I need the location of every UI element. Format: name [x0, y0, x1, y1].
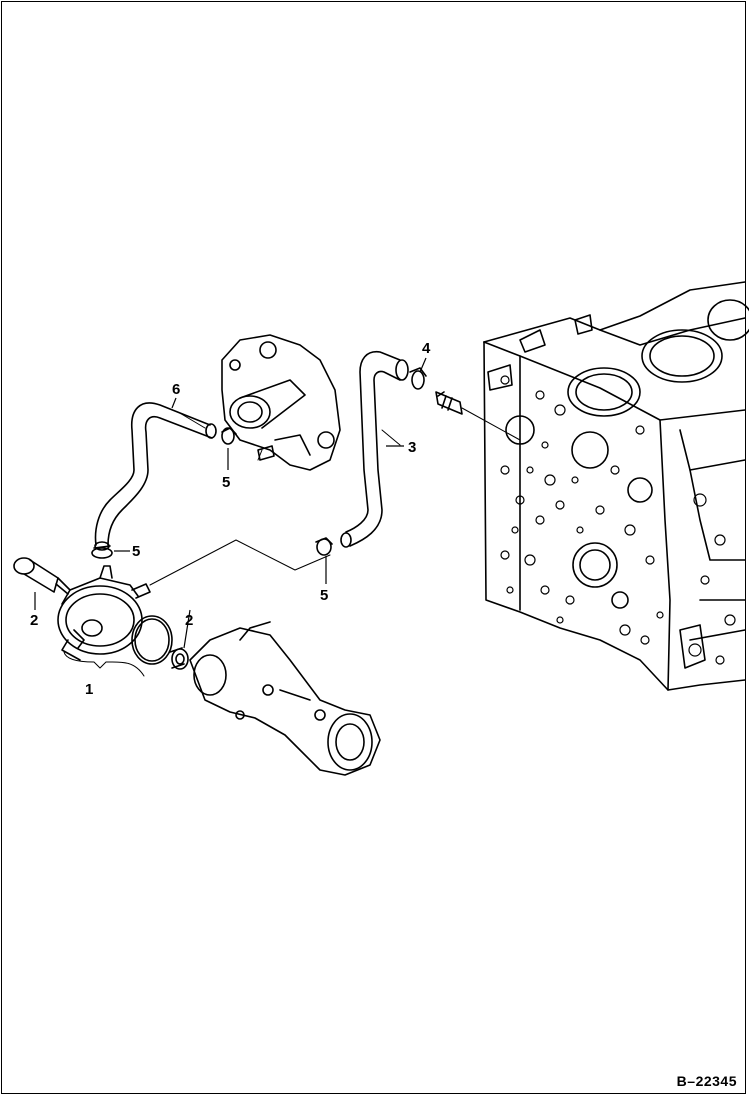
- callout-2-right: 2: [185, 612, 193, 629]
- clamp-4: [409, 367, 427, 390]
- water-pump-housing: [221, 334, 341, 471]
- hose-3: [340, 350, 409, 548]
- filter-housing: [189, 621, 381, 776]
- callout-1: 1: [85, 681, 93, 698]
- clamp-5-upper: [221, 427, 237, 445]
- clamp-5-left: [91, 545, 113, 559]
- hollow-bolt-2: [13, 557, 71, 595]
- connector-4: [435, 391, 463, 415]
- o-ring: [131, 615, 173, 665]
- callout-5-upper: 5: [222, 474, 230, 491]
- oil-cooler: [57, 565, 151, 661]
- callout-4: 4: [422, 340, 431, 357]
- callout-5-left: 5: [132, 543, 140, 560]
- clamp-5-lower: [315, 537, 333, 556]
- leader-lines: [63, 407, 521, 677]
- callout-3: 3: [408, 439, 416, 456]
- reference-code: B–22345: [676, 1073, 737, 1089]
- callout-2-left: 2: [30, 612, 38, 629]
- engine-block: [483, 281, 749, 691]
- callout-5-lower: 5: [320, 587, 328, 604]
- sleeve-2: [169, 647, 189, 670]
- hose-6: [94, 402, 217, 551]
- callout-6: 6: [172, 381, 180, 398]
